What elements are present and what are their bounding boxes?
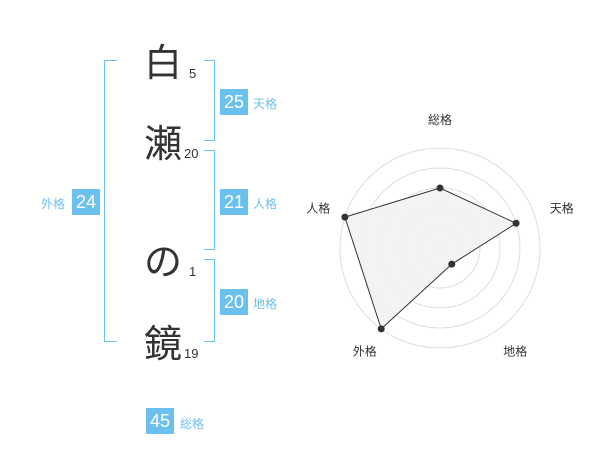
name-char-2: 瀬 — [144, 122, 183, 166]
radar-area — [344, 187, 518, 330]
stroke-count-1: 5 — [189, 66, 197, 81]
jinkaku-bracket — [204, 150, 215, 250]
radar-axis-label: 人格 — [306, 200, 330, 215]
jinkaku-value: 21 — [220, 189, 248, 215]
tenkaku-value: 25 — [220, 89, 248, 115]
name-char-4: 鏡 — [144, 322, 183, 366]
radar-point-4 — [377, 325, 385, 333]
name-char-3: の — [144, 240, 183, 284]
soukaku-label: 総格 — [180, 417, 205, 431]
chikaku-value: 20 — [220, 289, 248, 315]
stroke-count-3: 1 — [189, 264, 197, 279]
radar-axis-label: 外格 — [353, 344, 377, 359]
jinkaku-label: 人格 — [253, 197, 278, 211]
radar-axis-label: 天格 — [550, 200, 574, 215]
name-char-1: 白 — [144, 41, 183, 85]
radar-grid-ring — [339, 147, 541, 349]
gaikaku-value: 24 — [72, 189, 100, 215]
tenkaku-bracket — [204, 60, 215, 141]
gaikaku-bracket — [104, 60, 117, 342]
radar-point-5 — [341, 213, 349, 221]
chikaku-label: 地格 — [253, 297, 278, 311]
stroke-count-4: 19 — [184, 346, 199, 361]
chikaku-bracket — [204, 259, 215, 342]
stroke-count-2: 20 — [184, 146, 199, 161]
gaikaku-label: 外格 — [41, 197, 66, 211]
soukaku-value: 45 — [146, 408, 174, 434]
radar-point-1 — [436, 184, 444, 192]
tenkaku-label: 天格 — [253, 97, 278, 111]
radar-point-3 — [448, 260, 456, 268]
radar-point-2 — [512, 219, 520, 227]
radar-axis-label: 総格 — [428, 112, 452, 127]
radar-axis-label: 地格 — [503, 344, 527, 359]
